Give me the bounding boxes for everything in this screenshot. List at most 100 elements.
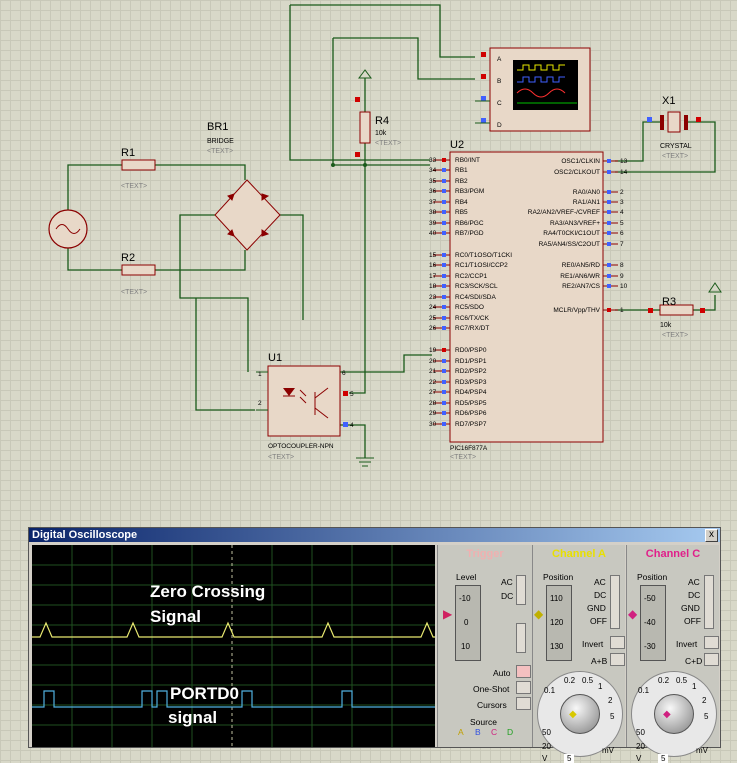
- u2-pin-number: 18: [429, 283, 437, 290]
- channel-a-coupling-switch[interactable]: [610, 575, 620, 629]
- u2-pin-number: 9: [620, 273, 624, 280]
- channel-c-coupling-switch[interactable]: [704, 575, 714, 629]
- pin-state-marker: [442, 231, 446, 235]
- pin-state-marker: [607, 274, 611, 278]
- screen-grid: [32, 545, 435, 747]
- optocoupler-u1[interactable]: U1 1 2 6 5 4 OPTOCOUPLER-NPN <TEXT>: [256, 352, 354, 461]
- channel-a-header: Channel A: [552, 548, 606, 560]
- pin-state-marker: [607, 231, 611, 235]
- u2-pin-name: RC6/TX/CK: [455, 315, 490, 322]
- trigger-source-d[interactable]: D: [507, 727, 514, 737]
- oscilloscope-instrument[interactable]: A B C D: [475, 47, 591, 132]
- x1-text: <TEXT>: [662, 153, 688, 160]
- cha-dial-tick: mV: [602, 746, 614, 755]
- channel-c-panel: Channel C Position -50 -40 -30 ◆ AC DC G…: [626, 545, 719, 763]
- resistor-r1[interactable]: R1 <TEXT>: [121, 147, 156, 190]
- channel-a-ac[interactable]: AC: [594, 577, 606, 587]
- channel-a-off[interactable]: OFF: [590, 616, 607, 626]
- channel-c-volts-dial[interactable]: 0.2 0.5 1 2 0.1 5 50 20 mV V 5 ◆: [631, 671, 717, 763]
- channel-a-position-scale[interactable]: 110 120 130: [546, 585, 572, 661]
- cha-dial-tick: 0.1: [544, 686, 556, 695]
- trigger-cursors-button[interactable]: [516, 697, 531, 710]
- pin-state-marker: [607, 263, 611, 267]
- channel-a-sum-button[interactable]: [610, 653, 625, 666]
- pin-state-marker: [607, 190, 611, 194]
- cha-dial-tick: V: [542, 754, 548, 763]
- trigger-source-a[interactable]: A: [458, 727, 464, 737]
- u2-pin-name: RD4/PSP4: [455, 389, 487, 396]
- cha-dial-value: 5: [564, 754, 575, 763]
- resistor-r3[interactable]: R3 10k <TEXT>: [648, 282, 722, 339]
- schematic-canvas[interactable]: R1 <TEXT> R2 <TEXT> BR1 BRIDGE <TEXT> R4…: [0, 0, 737, 525]
- u2-right-pins: 13OSC1/CLKIN14OSC2/CLKOUT2RA0/AN03RA1/AN…: [528, 158, 628, 314]
- channel-c-scale-bottom: -30: [644, 642, 656, 651]
- cha-dial-tick: 1: [598, 682, 603, 691]
- channel-c-off[interactable]: OFF: [684, 616, 701, 626]
- channel-a-volts-dial[interactable]: 0.2 0.5 1 2 0.1 5 50 20 mV V 5 ◆: [537, 671, 623, 763]
- u2-pin-name: RB2: [455, 178, 468, 185]
- channel-a-trace: [32, 621, 435, 638]
- channel-c-dc[interactable]: DC: [688, 590, 701, 600]
- pin-state-marker: [607, 210, 611, 214]
- r2-text: <TEXT>: [121, 289, 147, 296]
- pin-state-marker: [607, 159, 611, 163]
- u1-pin6: 6: [342, 370, 346, 377]
- r1-text: <TEXT>: [121, 183, 147, 190]
- bridge-rectifier-br1[interactable]: BR1 BRIDGE <TEXT>: [207, 121, 281, 251]
- chc-dial-tick: mV: [696, 746, 708, 755]
- channel-a-sum: A+B: [591, 656, 608, 666]
- u2-pin-number: 29: [429, 410, 437, 417]
- r4-ref: R4: [375, 115, 389, 127]
- channel-c-ac[interactable]: AC: [688, 577, 700, 587]
- u2-pin-name: RC7/RX/DT: [455, 325, 489, 332]
- trigger-level-scale[interactable]: -10 0 10: [455, 585, 481, 661]
- channel-c-gnd[interactable]: GND: [681, 603, 700, 613]
- trigger-coupling-switch[interactable]: [516, 575, 526, 605]
- channel-a-dc[interactable]: DC: [594, 590, 607, 600]
- resistor-r4[interactable]: R4 10k <TEXT>: [355, 69, 401, 157]
- trigger-level-label: Level: [456, 572, 477, 582]
- resistor-r2[interactable]: R2 <TEXT>: [121, 252, 156, 296]
- u2-pin-number: 16: [429, 262, 437, 269]
- u2-pin-number: 39: [429, 220, 437, 227]
- channel-a-gnd[interactable]: GND: [587, 603, 606, 613]
- trigger-edge-switch[interactable]: [516, 623, 526, 653]
- channel-a-invert-button[interactable]: [610, 636, 625, 649]
- pin-state-marker: [607, 242, 611, 246]
- cha-dial-tick: 2: [608, 696, 613, 705]
- u2-pin-number: 15: [429, 252, 437, 259]
- u2-pin-name: RA1/AN1: [573, 199, 600, 206]
- u2-pin-name: RD2/PSP2: [455, 368, 487, 375]
- channel-a-knob[interactable]: ◆: [560, 694, 600, 734]
- scope-port-c: C: [497, 100, 502, 107]
- trigger-source-b[interactable]: B: [475, 727, 481, 737]
- u2-pin-number: 40: [429, 230, 437, 237]
- trigger-ac[interactable]: AC: [501, 577, 513, 587]
- u2-pin-number: 20: [429, 358, 437, 365]
- u2-pin-name: RD5/PSP5: [455, 400, 487, 407]
- crystal-x1[interactable]: X1 CRYSTAL <TEXT>: [647, 95, 701, 160]
- channel-c-invert-button[interactable]: [704, 636, 719, 649]
- trigger-one-shot-button[interactable]: [516, 681, 531, 694]
- channel-c-knob[interactable]: ◆: [654, 694, 694, 734]
- channel-a-panel: Channel A Position 110 120 130 ◆ AC DC G…: [532, 545, 625, 763]
- channel-c-position-scale[interactable]: -50 -40 -30: [640, 585, 666, 661]
- u2-pin-number: 5: [620, 220, 624, 227]
- pin-state-marker: [442, 168, 446, 172]
- oscilloscope-window[interactable]: Digital Oscilloscope x Zero Crossing Sig…: [28, 527, 721, 763]
- u1-pin1: 1: [258, 371, 262, 378]
- u1-value: OPTOCOUPLER-NPN: [268, 443, 334, 450]
- window-title-bar[interactable]: Digital Oscilloscope x: [29, 528, 720, 542]
- channel-c-sum-button[interactable]: [704, 653, 719, 666]
- chc-dial-tick: 0.5: [676, 676, 688, 685]
- ac-source-icon[interactable]: [48, 209, 88, 249]
- trigger-auto-button[interactable]: [516, 665, 531, 678]
- trigger-dc[interactable]: DC: [501, 591, 514, 601]
- pin-state-marker: [442, 274, 446, 278]
- u2-pin-name: RA0/AN0: [573, 189, 600, 196]
- pin-state-marker: [442, 200, 446, 204]
- channel-c-scale-mid: -40: [644, 618, 656, 627]
- close-icon[interactable]: x: [705, 529, 718, 542]
- trigger-source-c[interactable]: C: [491, 727, 498, 737]
